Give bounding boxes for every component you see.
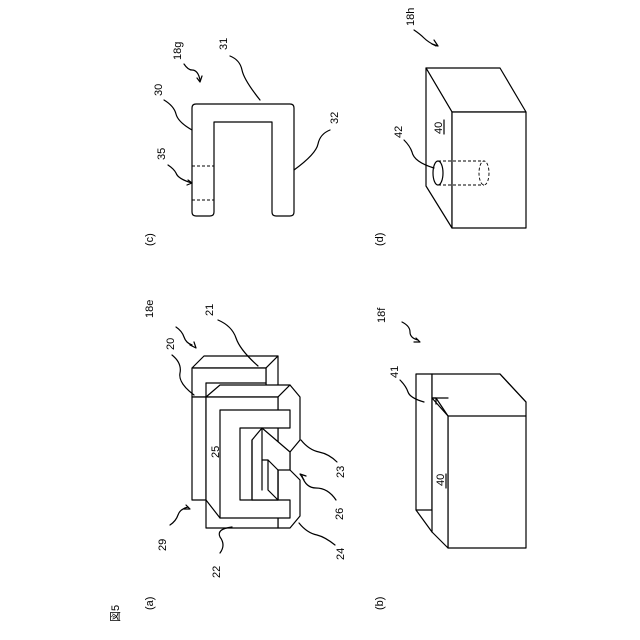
ref-30: 30: [153, 84, 165, 96]
panel-b-label: (b): [374, 597, 386, 610]
ref-26: 26: [334, 508, 346, 520]
panel-b-drawing: [416, 374, 526, 548]
panel-b-title: 18f: [376, 307, 388, 323]
panel-a-title: 18e: [144, 300, 156, 318]
panel-a-label: (a): [144, 597, 156, 610]
panel-c-label: (c): [144, 233, 156, 246]
ref-42: 42: [393, 126, 405, 138]
ref-31: 31: [218, 38, 230, 50]
panel-a-drawing: [192, 356, 300, 528]
ref-40-d: 40: [433, 122, 445, 134]
ref-29: 29: [157, 539, 169, 551]
ref-24: 24: [335, 548, 347, 560]
panel-d-drawing: [426, 68, 526, 228]
ref-32: 32: [329, 112, 341, 124]
ref-41: 41: [389, 366, 401, 378]
panel-c-drawing: [192, 104, 294, 216]
panel-d-label: (d): [374, 233, 386, 246]
ref-35: 35: [156, 148, 168, 160]
figure-label: 図5: [109, 605, 122, 622]
ref-21: 21: [204, 304, 216, 316]
panel-d-title: 18h: [405, 8, 417, 26]
ref-22: 22: [211, 566, 223, 578]
ref-40-b: 40: [435, 474, 447, 486]
ref-20: 20: [165, 338, 177, 350]
ref-23: 23: [335, 466, 347, 478]
panel-c-title: 18g: [172, 42, 184, 60]
ref-25: 25: [210, 446, 222, 458]
